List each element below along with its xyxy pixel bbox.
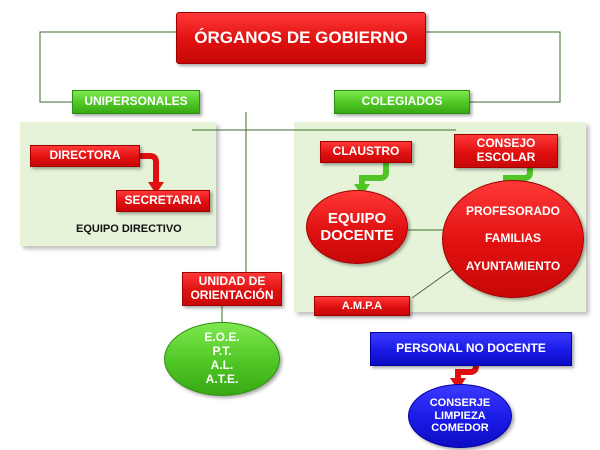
personal-no-docente-label: PERSONAL NO DOCENTE <box>396 341 546 356</box>
unipersonales-panel <box>20 122 216 246</box>
title-box: ÓRGANOS DE GOBIERNO <box>176 12 426 64</box>
line-title-right <box>426 31 561 103</box>
member-limpieza: LIMPIEZA <box>434 409 486 422</box>
directora-label: DIRECTORA <box>49 148 121 163</box>
ampa-label: A.M.P.A <box>341 299 383 312</box>
consejo-line-1: CONSEJO <box>476 136 536 151</box>
member-ate: A.T.E. <box>205 371 239 386</box>
equipo-docente-line-2: DOCENTE <box>320 227 394 244</box>
arrow-personal-miembros <box>455 360 479 380</box>
unipersonales-label: UNIPERSONALES <box>84 94 188 109</box>
member-pt: P.T. <box>212 344 232 359</box>
member-familias: FAMILIAS <box>485 231 541 246</box>
consejo-line-2: ESCOLAR <box>476 150 536 164</box>
colegiados-label: COLEGIADOS <box>361 94 443 109</box>
equipo-directivo-label: EQUIPO DIRECTIVO <box>76 223 182 235</box>
member-conserje: CONSERJE <box>429 397 491 410</box>
secretaria-box: SECRETARIA <box>116 190 210 212</box>
orientacion-box: UNIDAD DE ORIENTACIÓN <box>182 272 282 306</box>
claustro-label: CLAUSTRO <box>332 144 400 159</box>
colegiados-box: COLEGIADOS <box>334 90 470 114</box>
unipersonales-box: UNIPERSONALES <box>72 90 200 114</box>
orientacion-line-2: ORIENTACIÓN <box>190 288 274 302</box>
directora-box: DIRECTORA <box>30 145 140 167</box>
orientacion-members-ellipse: E.O.E. P.T. A.L. A.T.E. <box>164 322 280 396</box>
line-title-left <box>39 31 176 103</box>
equipo-docente-line-1: EQUIPO <box>327 209 387 227</box>
personal-no-docente-box: PERSONAL NO DOCENTE <box>370 332 572 366</box>
member-ayuntamiento: AYUNTAMIENTO <box>465 258 561 273</box>
secretaria-label: SECRETARIA <box>124 193 202 208</box>
arrowhead-directora-secretaria <box>148 182 164 194</box>
arrow-claustro-equipo <box>359 162 389 186</box>
equipo-docente-ellipse: EQUIPO DOCENTE <box>306 190 408 264</box>
claustro-box: CLAUSTRO <box>320 141 412 163</box>
personal-members-ellipse: CONSERJE LIMPIEZA COMEDOR <box>408 384 512 448</box>
arrow-consejo-miembros <box>503 166 533 184</box>
member-comedor: COMEDOR <box>431 422 489 435</box>
member-eoe: E.O.E. <box>204 330 240 345</box>
member-profesorado: PROFESORADO <box>465 203 560 218</box>
ampa-box: A.M.P.A <box>314 296 410 316</box>
arrow-directora-secretaria <box>140 153 159 184</box>
consejo-escolar-box: CONSEJO ESCOLAR <box>454 134 558 168</box>
title-text: ÓRGANOS DE GOBIERNO <box>194 28 408 48</box>
member-al: A.L. <box>210 358 234 372</box>
orientacion-line-1: UNIDAD DE <box>198 274 266 289</box>
consejo-members-ellipse: PROFESORADO FAMILIAS AYUNTAMIENTO <box>442 180 584 298</box>
